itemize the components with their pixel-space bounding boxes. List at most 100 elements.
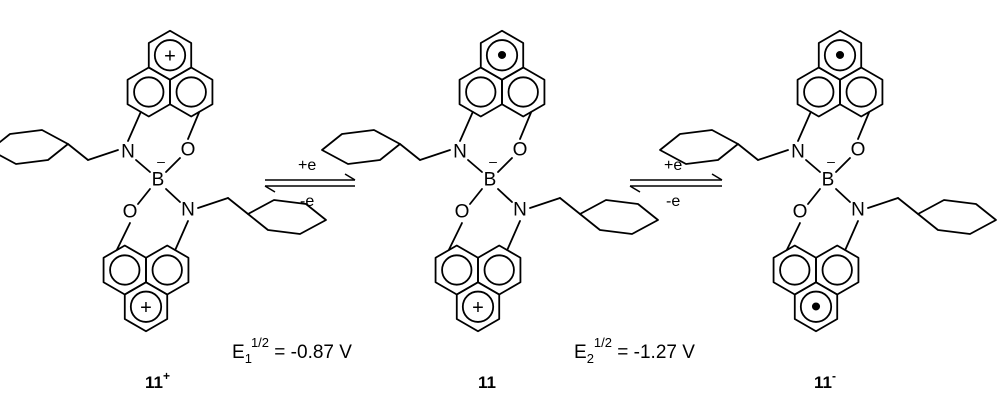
potential-1-symbol: E (232, 342, 245, 363)
molecule-11-minus-bottom-aromatic-2 (821, 254, 853, 286)
molecule-11-plus-ch2-link-bottom (227, 197, 249, 215)
molecule-11-plus-top-aromatic-2 (175, 76, 207, 108)
molecule-11-minus-boron: B (822, 170, 835, 191)
molecule-11-plus-top-aromatic-1 (133, 76, 165, 108)
molecule-11-plus-bottom-aromatic-1 (109, 254, 141, 286)
molecule-11-minus-top-center-ring (823, 39, 857, 72)
molecule-11-minus-bond-o-ring-top (857, 111, 871, 140)
molecule-11-minus-top-aromatic-1 (803, 76, 835, 108)
molecule-11-minus-bottom-radical-dot: • (811, 290, 822, 323)
molecule-11-bottom-plus-mark: + (472, 297, 484, 319)
molecule-11-plus-oxygen-bottom: O (123, 202, 138, 223)
molecule-11-bond-o-b-top (497, 157, 513, 173)
molecule-11-plus-boron-charge: – (157, 153, 165, 169)
molecule-11-bond-n-ring-top (459, 111, 474, 142)
molecule-11-plus-top-center-ring (153, 39, 187, 72)
molecule-11-minus-bond-b-n-bottom (835, 188, 851, 203)
molecule-11-plus-boron: B (152, 170, 165, 191)
molecule-11-minus-bottom-hex-2 (815, 244, 860, 296)
molecule-11-bottom-center-ring (461, 290, 495, 323)
molecule-11-plus-bond-n-ring-bottom (174, 220, 189, 251)
molecule-11-plus-bond-b-o-bottom (137, 188, 151, 205)
molecule-11-oxygen-top: O (513, 140, 528, 161)
molecule-11-bond-b-n-bottom (497, 188, 513, 203)
equilibrium-arrow-2: +e -e (629, 157, 723, 210)
molecule-11-bond-o-ring-top (519, 111, 533, 140)
molecule-11-minus-bond-o-ring-bottom (785, 222, 801, 251)
molecule-11-ch2-link-top (399, 143, 421, 161)
molecule-11-cyclohexyl-bottom (579, 199, 659, 235)
compound-label-2: 11 (478, 373, 496, 392)
compound-2-number: 11 (478, 373, 496, 392)
molecule-11-boron-charge: – (489, 153, 497, 169)
molecule-11-plus-bottom-center-ring (129, 290, 163, 323)
molecule-11-minus-ch2-top (757, 149, 789, 161)
molecule-11-plus-bond-o-ring-bottom (115, 222, 131, 251)
molecule-11-minus-bond-b-o-bottom (807, 188, 821, 205)
molecule-11-ch2-link-bottom (559, 197, 581, 215)
equilibrium-1-forward: +e (298, 157, 316, 174)
molecule-11-plus-nitrogen-bottom: N (181, 200, 195, 221)
molecule-11-minus-bond-o-b-top (835, 157, 851, 173)
molecule-11-minus-ch2-link-top (737, 143, 759, 161)
molecule-11-top-center-ring (485, 39, 519, 72)
molecule-11-minus-boron-charge: – (827, 153, 835, 169)
molecule-11-bond-n-ring-bottom (506, 220, 521, 251)
compound-3-charge: - (832, 369, 836, 383)
molecule-11-top-hex-2 (501, 66, 546, 118)
molecule-11-nitrogen-top: N (453, 142, 467, 163)
equilibrium-2-forward: +e (664, 157, 682, 174)
molecule-11-bond-o-ring-bottom (447, 222, 463, 251)
molecule-11-minus-ch2-bottom (867, 197, 899, 209)
molecule-11-nitrogen-bottom: N (513, 200, 527, 221)
molecule-11-bottom-hex-2 (477, 244, 522, 296)
equilibrium-2-reverse: -e (666, 193, 680, 210)
molecule-11-plus-ch2-top (87, 149, 119, 161)
compound-1-charge: + (163, 369, 170, 383)
compound-label-3: 11- (814, 369, 836, 392)
molecule-11-ch2-top (419, 149, 451, 161)
molecule-11-minus-top-radical-dot: • (835, 39, 846, 72)
potential-1-value: = -0.87 V (269, 342, 352, 363)
molecule-11-minus-bottom-center-ring (799, 290, 833, 323)
molecule-11-minus-oxygen-bottom: O (793, 202, 808, 223)
molecule-11-bottom-aromatic-2 (483, 254, 515, 286)
potential-1: E11/2 = -0.87 V (232, 335, 352, 366)
molecule-11-bond-n-b-top (467, 159, 483, 173)
molecule-11-minus-cyclohexyl-top (659, 129, 739, 165)
molecule-11-plus-ch2-bottom (197, 197, 229, 209)
molecule-11-plus-bottom-hex-2 (145, 244, 190, 296)
potential-1-sup: 1/2 (251, 335, 269, 350)
molecule-11-ch2-bottom (529, 197, 561, 209)
molecule-11-top-aromatic-1 (465, 76, 497, 108)
potential-2-sub: 2 (587, 351, 594, 366)
molecule-11-minus-nitrogen-top: N (791, 142, 805, 163)
molecule-11-plus-oxygen-top: O (181, 140, 196, 161)
molecule-11-plus-bottom-aromatic-2 (151, 254, 183, 286)
molecule-11-minus-oxygen-top: O (851, 140, 866, 161)
molecule-11-minus: • • B– N O O N (659, 29, 997, 333)
potential-2-symbol: E (574, 342, 587, 363)
molecule-11-plus-top-plus-mark: + (164, 45, 176, 67)
molecule-11-minus-bond-n-b-top (805, 159, 821, 173)
molecule-11-plus-ch2-link-top (67, 143, 89, 161)
potential-2: E21/2 = -1.27 V (574, 335, 695, 366)
compound-label-1: 11+ (145, 369, 170, 392)
molecule-11-plus-cyclohexyl-bottom (247, 199, 327, 235)
compound-3-number: 11 (814, 373, 832, 392)
molecule-11-cyclohexyl-top (321, 129, 401, 165)
molecule-11-bond-b-o-bottom (469, 188, 483, 205)
equilibrium-arrow-1: +e -e (264, 157, 356, 210)
equilibrium-1-reverse: -e (300, 193, 314, 210)
potential-1-sub: 1 (245, 351, 252, 366)
molecule-11-minus-bond-n-ring-bottom (844, 220, 859, 251)
potential-2-value: = -1.27 V (612, 342, 695, 363)
molecule-11-minus-nitrogen-bottom: N (851, 200, 865, 221)
molecule-11-top-radical-dot: • (497, 39, 508, 72)
molecule-11-plus-bond-o-b-top (165, 157, 181, 173)
molecule-11-minus-bottom-aromatic-1 (779, 254, 811, 286)
molecule-11-top-aromatic-2 (507, 76, 539, 108)
molecule-11-minus-bond-n-ring-top (797, 111, 812, 142)
